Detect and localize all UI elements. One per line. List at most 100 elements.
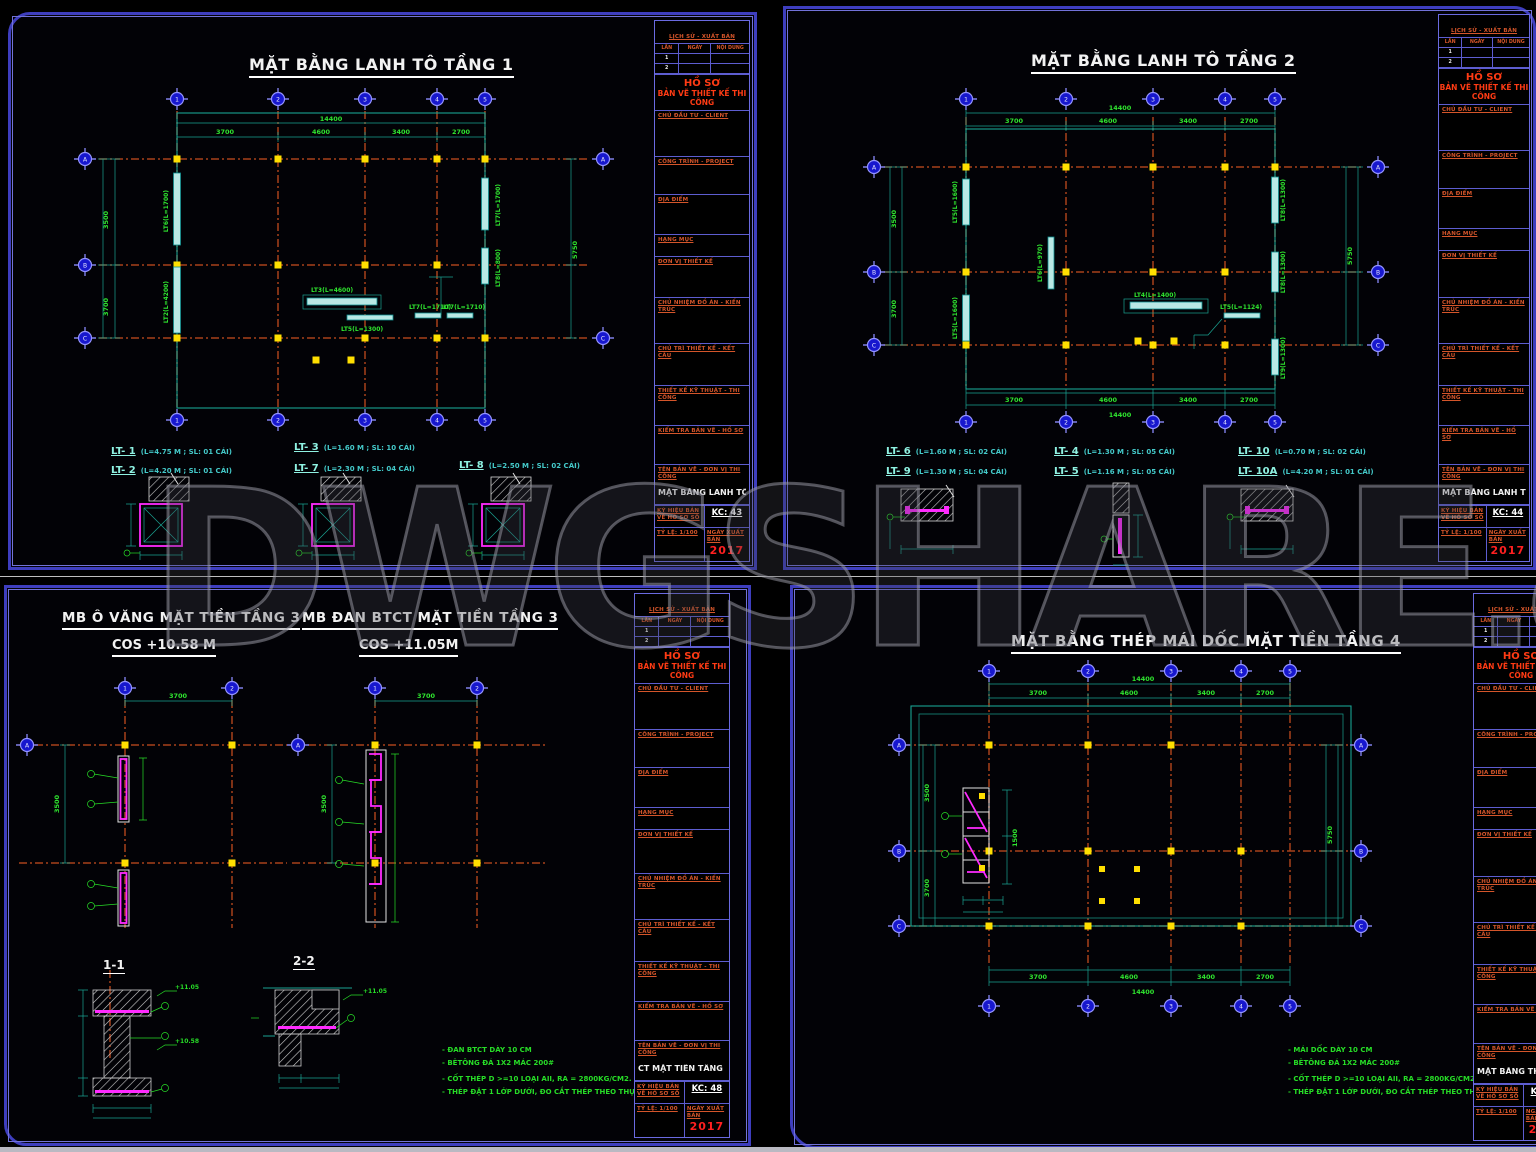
svg-text:5750: 5750 <box>571 240 579 259</box>
svg-text:A: A <box>1359 742 1364 749</box>
plan-title-roof: MẶT BẰNG THÉP MÁI DỐC MẶT TIỀN TẦNG 4 <box>1011 632 1401 654</box>
tb-section-lead: CHỦ NHIỆM ĐỒ ÁN - KIẾN TRÚC <box>1474 877 1536 923</box>
rev-col: LẦN <box>655 44 680 54</box>
svg-text:14400: 14400 <box>1132 675 1155 683</box>
lintel-spec: (L=2.50 M ; SL: 02 CÁI) <box>488 462 580 470</box>
dimension-text: 14400 3700 4600 3400 2700 3700 4600 3400… <box>923 675 1334 996</box>
dimension-text: 14400 3700 4600 3400 2700 3500 3700 5750 <box>102 115 579 316</box>
dimension-lines <box>910 679 1352 986</box>
note-line: - CỐT THÉP D >=10 LOẠI AII, RA = 2800KG/… <box>442 1075 632 1083</box>
elevation-mark: +11.05 <box>175 984 200 991</box>
tb-section-designer: ĐƠN VỊ THIẾT KẾ <box>1474 830 1536 877</box>
svg-text:1: 1 <box>373 685 377 692</box>
tb-section-technical: THIẾT KẾ KỸ THUẬT - THI CÔNG <box>655 386 749 426</box>
section-label-2-2: 2-2 <box>293 954 315 970</box>
svg-text:4: 4 <box>435 417 439 424</box>
tb-section-designer: ĐƠN VỊ THIẾT KẾ <box>655 257 749 298</box>
svg-text:5: 5 <box>483 417 487 424</box>
tb-section-technical: THIẾT KẾ KỸ THUẬT - THI CÔNG <box>1474 965 1536 1005</box>
revision-history-header: LỊCH SỬ - XUẤT BẢN <box>1439 15 1529 38</box>
svg-text:3500: 3500 <box>320 794 328 813</box>
tb-section-client: CHỦ ĐẦU TƯ - CLIENT <box>655 111 749 157</box>
svg-text:4600: 4600 <box>1120 689 1139 697</box>
svg-text:3: 3 <box>363 417 367 424</box>
tb-section-location: ĐỊA ĐIỂM <box>635 768 729 808</box>
note-line: - THÉP ĐẶT 1 LỚP DƯỚI, ĐO CẮT THÉP THEO … <box>442 1088 653 1096</box>
lintel-spec: (L=4.75 M ; SL: 01 CÁI) <box>140 448 232 456</box>
lintel-spec: (L=4.20 M ; SL: 01 CÁI) <box>140 467 232 475</box>
lintel-spec: (L=1.30 M ; SL: 04 CÁI) <box>915 468 1007 476</box>
svg-text:B: B <box>83 262 87 269</box>
svg-text:14400: 14400 <box>1109 411 1132 419</box>
svg-text:2: 2 <box>1086 1003 1090 1010</box>
lintel-mark: LT- 4 <box>1054 446 1079 457</box>
revision-history-header: LỊCH SỬ - XUẤT BẢN <box>635 594 729 617</box>
lintel-mark: LT- 8 <box>459 460 484 471</box>
svg-text:3: 3 <box>363 96 367 103</box>
lintel-spec: (L=1.60 M ; SL: 10 CÁI) <box>323 444 415 452</box>
svg-text:LT5(L=1124): LT5(L=1124) <box>1220 304 1262 311</box>
svg-text:14400: 14400 <box>1132 988 1155 996</box>
issue-year: 2017 <box>709 543 745 557</box>
sheet-number-box: KÝ HIỆU BẢN VẼ HỒ SƠ SỐ KC: 48 TỶ LỆ: 1/… <box>635 1081 729 1137</box>
sheet-number-box: KÝ HIỆU BẢN VẼ HỒ SƠ SỐ KC: 49 TỶ LỆ: 1/… <box>1474 1084 1536 1140</box>
svg-text:LT2(L=4200): LT2(L=4200) <box>163 281 170 323</box>
svg-text:1: 1 <box>175 96 179 103</box>
issue-year: 2017 <box>1490 543 1526 557</box>
svg-text:3500: 3500 <box>53 794 61 813</box>
tb-section-technical: THIẾT KẾ KỸ THUẬT - THI CÔNG <box>1439 386 1529 426</box>
dimension-text: 14400 3700 4600 3400 2700 3700 4600 3400… <box>890 104 1354 419</box>
tb-section-check: KIỂM TRA BẢN VẼ - HỒ SƠ <box>1439 426 1529 465</box>
tb-section-check: KIỂM TRA BẢN VẼ - HỒ SƠ <box>635 1002 729 1041</box>
scale-label: TỶ LỆ: 1/100 <box>1474 1106 1524 1140</box>
svg-text:4: 4 <box>435 96 439 103</box>
svg-text:LT7(L=1710): LT7(L=1710) <box>443 304 485 311</box>
tb-section-location: ĐỊA ĐIỂM <box>655 195 749 235</box>
grid-bubbles: 1 2 3 4 5 A B C A B C 1 2 3 4 5 <box>863 88 1389 433</box>
svg-text:3: 3 <box>1169 1003 1173 1010</box>
elevation-cos-b: COS +11.05M <box>359 638 459 657</box>
svg-text:1: 1 <box>175 417 179 424</box>
svg-text:LT7(L=1710): LT7(L=1710) <box>409 304 451 311</box>
sheet-no-label: KÝ HIỆU BẢN VẼ HỒ SƠ SỐ <box>635 1081 685 1103</box>
svg-text:2700: 2700 <box>452 128 471 136</box>
svg-text:2700: 2700 <box>1256 689 1275 697</box>
column-markers <box>962 163 1279 349</box>
svg-text:LT5(L=1600): LT5(L=1600) <box>952 181 959 223</box>
lintel-schedule-item: LT- 8 (L=2.50 M ; SL: 02 CÁI) <box>459 453 580 472</box>
svg-text:2: 2 <box>1064 96 1068 103</box>
tb-section-technical: THIẾT KẾ KỸ THUẬT - THI CÔNG <box>635 962 729 1002</box>
svg-text:3700: 3700 <box>890 299 898 318</box>
sheet-no-label: KÝ HIỆU BẢN VẼ HỒ SƠ SỐ <box>655 505 705 527</box>
lintel-mark: LT- 3 <box>294 442 319 453</box>
issue-year: 2017 <box>689 1119 725 1133</box>
lintel-mark: LT- 10 <box>1238 446 1270 457</box>
lintel-schedule-item: LT- 4 (L=1.30 M ; SL: 05 CÁI) <box>1054 439 1175 458</box>
svg-text:A: A <box>296 742 301 749</box>
rev-col: NỘI DUNG <box>711 44 749 54</box>
svg-text:3: 3 <box>1169 668 1173 675</box>
rev-row: 1 <box>655 54 680 64</box>
sheet-no-label: KÝ HIỆU BẢN VẼ HỒ SƠ SỐ <box>1474 1084 1524 1106</box>
svg-text:3700: 3700 <box>1005 396 1024 404</box>
svg-text:4: 4 <box>1223 96 1227 103</box>
tb-section-item: HẠNG MỤC <box>1474 808 1536 830</box>
svg-text:LT8(L=1300): LT8(L=1300) <box>1280 251 1287 293</box>
svg-text:A: A <box>601 156 606 163</box>
elevation-cos-a: COS +10.58 M <box>112 638 216 657</box>
svg-text:LT8(L=1300): LT8(L=1300) <box>1280 179 1287 221</box>
column-markers <box>173 155 489 364</box>
plan-drawing-floor2: 14400 3700 4600 3400 2700 3700 4600 3400… <box>863 88 1389 566</box>
svg-text:LT3(L=4600): LT3(L=4600) <box>311 287 353 294</box>
lintel-schedule-item: LT- 10 (L=0.70 M ; SL: 02 CÁI) <box>1238 439 1366 458</box>
tb-section-structural-lead: CHỦ TRÌ THIẾT KẾ - KẾT CẤU <box>1439 344 1529 386</box>
note-line: - ĐAN BTCT DÀY 10 CM <box>442 1046 532 1054</box>
